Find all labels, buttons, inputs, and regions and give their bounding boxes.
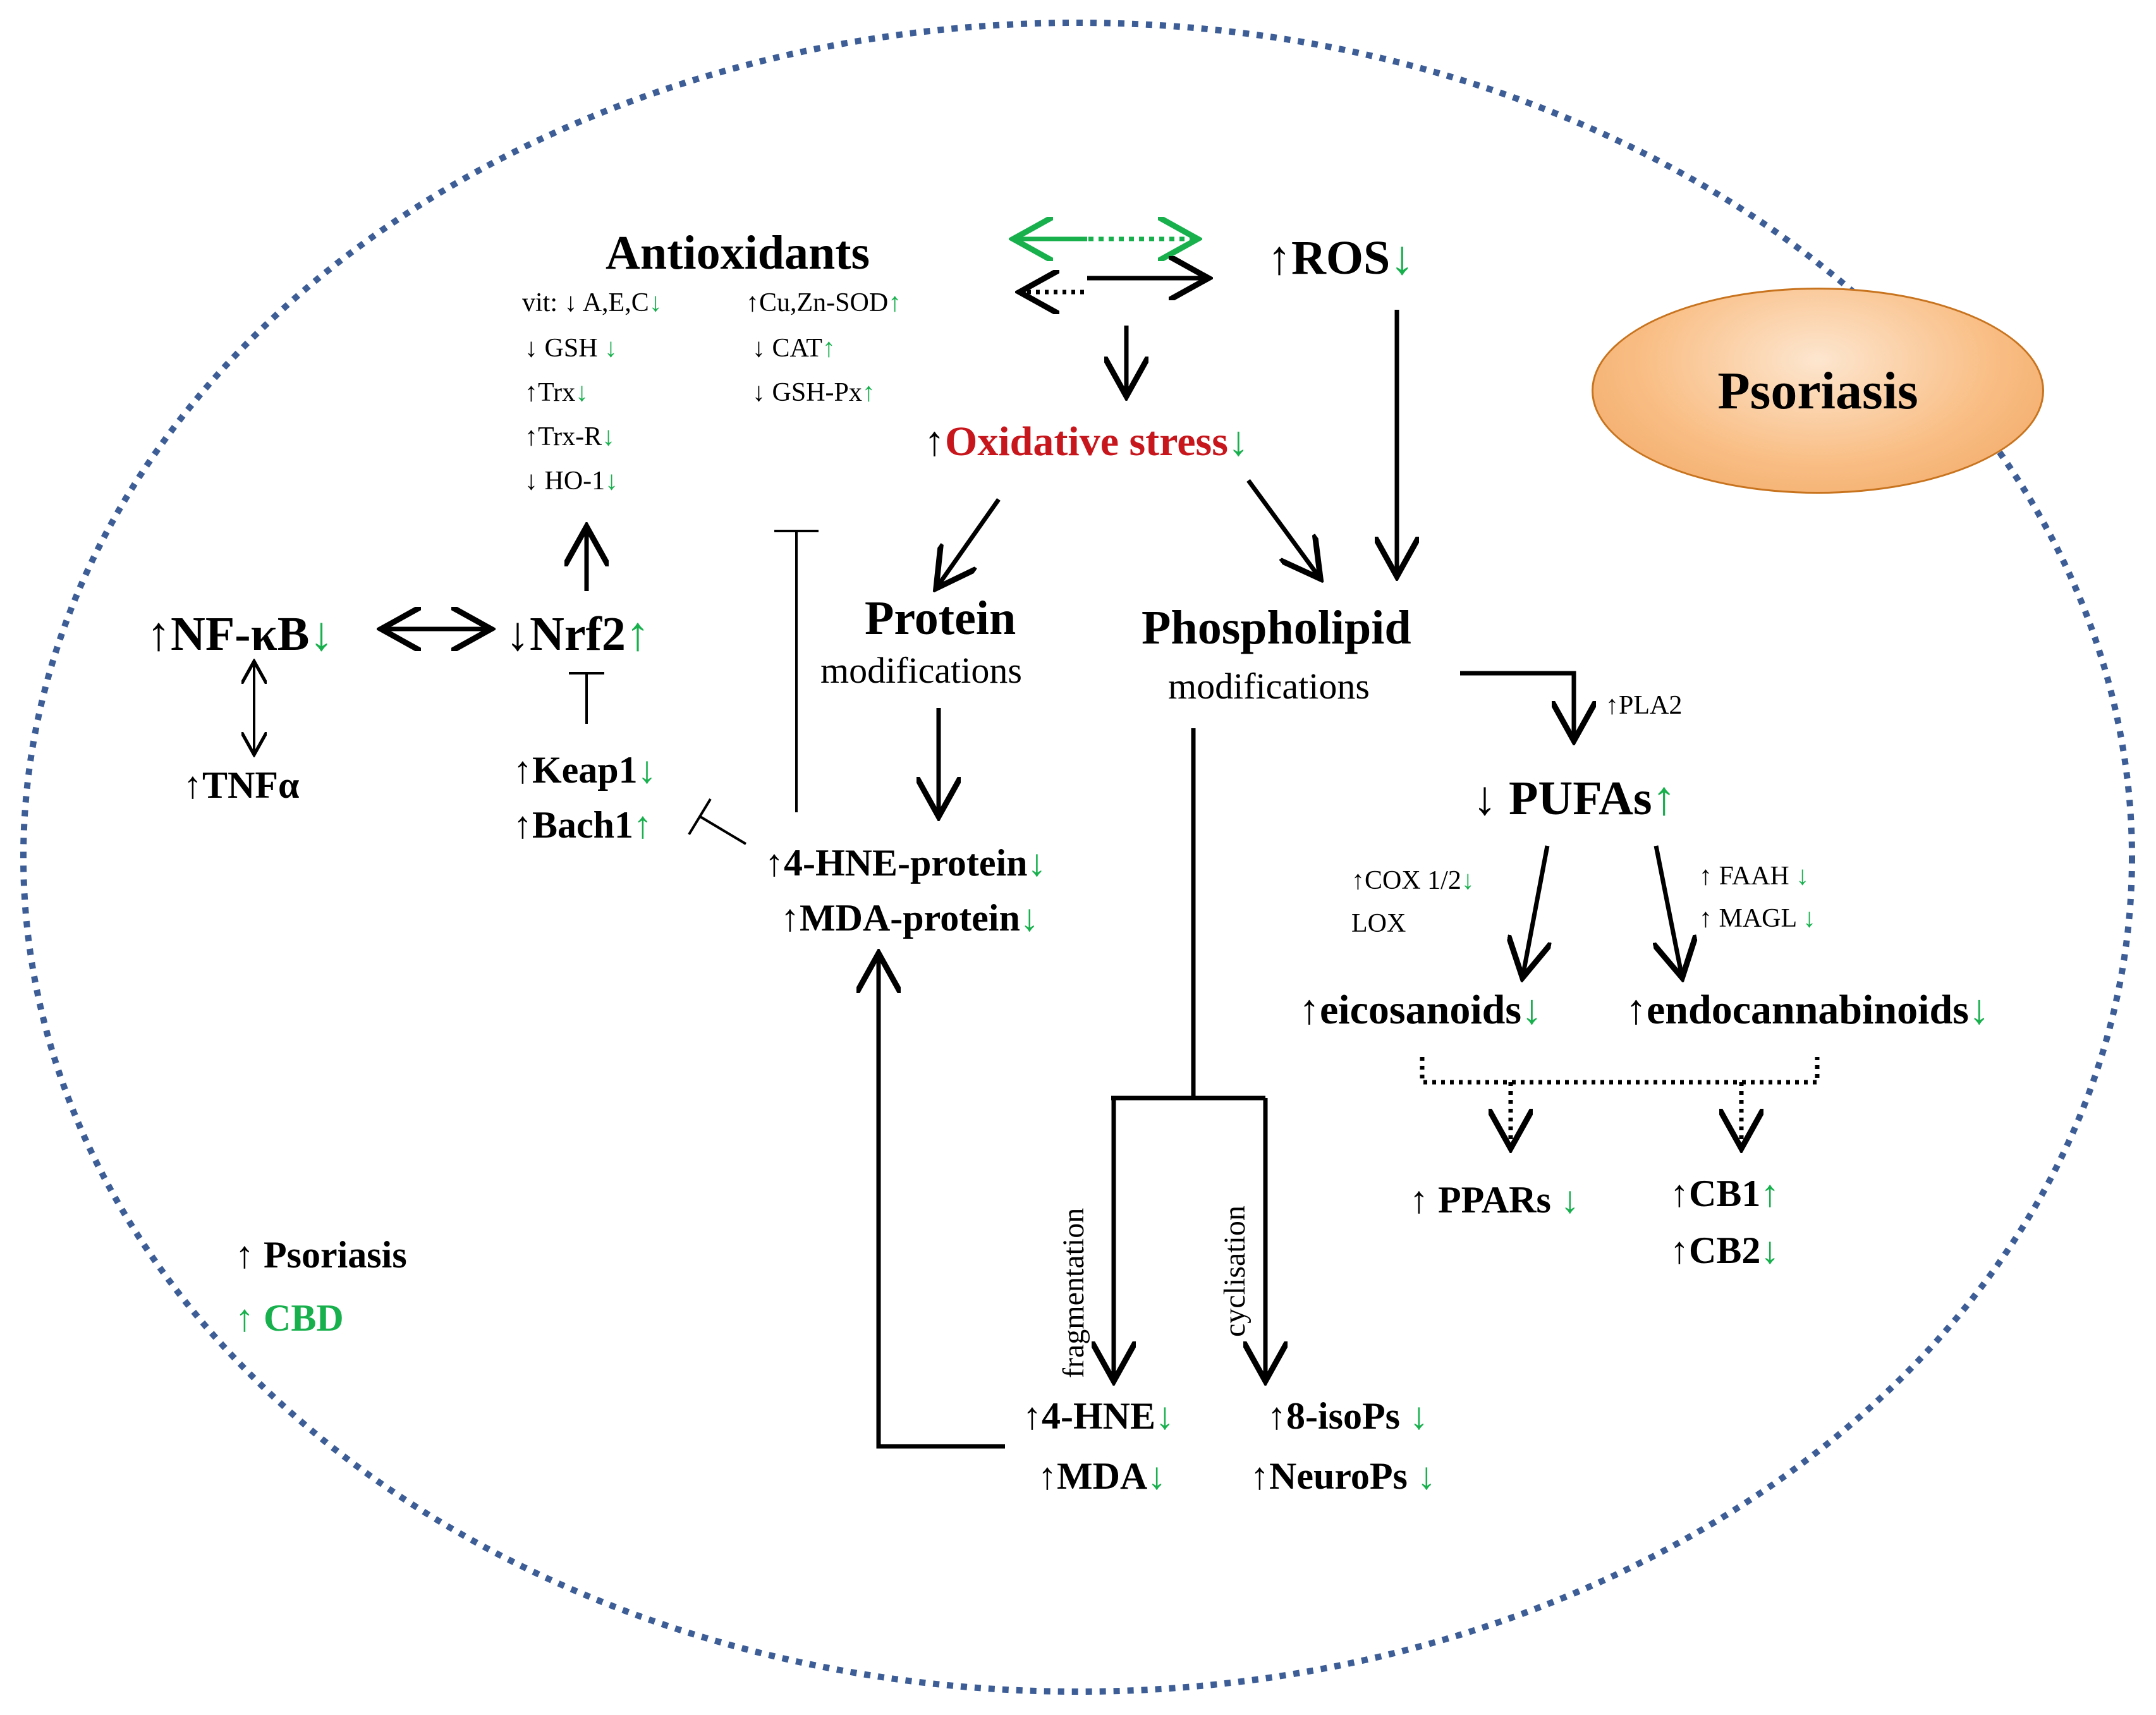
neurops-label: ↑NeuroPs ↓	[1250, 1455, 1436, 1497]
stress-to-phospholipid-arrow	[1246, 479, 1318, 575]
phospholipid-title: Phospholipid	[1142, 601, 1411, 654]
cell-boundary	[20, 20, 2135, 1695]
receptor-dotted-bracket	[1420, 1057, 1820, 1085]
bach1-inhibit-bar	[688, 798, 712, 836]
nfkb-label: ↑NF-κB↓	[147, 607, 334, 661]
cyclisation-label: cyclisation	[1218, 1205, 1252, 1337]
pufas-to-eicosanoids-arrow	[1523, 845, 1547, 973]
endocannabinoids-label: ↑endocannabinoids↓	[1626, 987, 1990, 1033]
nrf2-label: ↓Nrf2↑	[506, 607, 650, 661]
bach1-label: ↑Bach1↑	[513, 804, 653, 846]
gshpx-item: ↓ GSH-Px↑	[752, 378, 875, 407]
pufas-to-endocannabinoids-arrow	[1656, 845, 1681, 973]
legend-psoriasis: ↑ Psoriasis	[235, 1234, 407, 1276]
trxr-item: ↑Trx-R↓	[525, 422, 616, 451]
antioxidants-title: Antioxidants	[606, 226, 870, 279]
mda-protein-label: ↑MDA-protein↓	[781, 897, 1039, 939]
psoriasis-badge: Psoriasis	[1592, 288, 2044, 494]
hne-feedback-arrow	[879, 958, 1005, 1449]
mda-label: ↑MDA↓	[1038, 1455, 1167, 1497]
ho1-item: ↓ HO-1↓	[525, 467, 619, 496]
hne-label: ↑4-HNE↓	[1023, 1395, 1174, 1437]
sod-item: ↑Cu,Zn-SOD↑	[746, 288, 902, 317]
phospholipid-to-pufas-arrow	[1460, 671, 1574, 736]
legend-cbd: ↑ CBD	[235, 1297, 344, 1339]
protein-sub: modifications	[820, 650, 1022, 691]
stress-to-protein-arrow	[939, 497, 1001, 585]
cb1-label: ↑CB1↑	[1670, 1173, 1780, 1214]
pla2-label: ↑PLA2	[1605, 691, 1683, 720]
gsh-item: ↓ GSH ↓	[525, 334, 618, 363]
cox-label: ↑COX 1/2↓	[1351, 866, 1475, 895]
magl-label: ↑ MAGL ↓	[1699, 904, 1817, 933]
isops-label: ↑8-isoPs ↓	[1267, 1395, 1428, 1437]
trx-item: ↑Trx↓	[525, 378, 589, 407]
phospholipid-sub: modifications	[1168, 666, 1370, 707]
vit-item: vit: ↓ A,E,C↓	[522, 288, 662, 317]
keap1-label: ↑Keap1↓	[513, 749, 657, 791]
bach1-inhibit-stem	[699, 815, 747, 845]
eicosanoids-label: ↑eicosanoids↓	[1299, 987, 1543, 1033]
fragmentation-label: fragmentation	[1057, 1207, 1090, 1378]
lox-label: LOX	[1351, 909, 1406, 938]
faah-label: ↑ FAAH ↓	[1699, 862, 1810, 891]
cat-item: ↓ CAT↑	[752, 334, 836, 363]
tnfa-label: ↑TNFα	[183, 764, 300, 806]
protein-title: Protein	[865, 592, 1016, 645]
cb2-label: ↑CB2↓	[1670, 1230, 1780, 1271]
pufas-label: ↓ PUFAs↑	[1473, 772, 1676, 825]
ros-label: ↑ROS↓	[1267, 231, 1415, 284]
ppars-label: ↑ PPARs ↓	[1410, 1179, 1580, 1221]
hne-protein-label: ↑4-HNE-protein↓	[765, 842, 1047, 884]
oxidative-stress-label: ↑Oxidative stress↓	[924, 418, 1249, 465]
